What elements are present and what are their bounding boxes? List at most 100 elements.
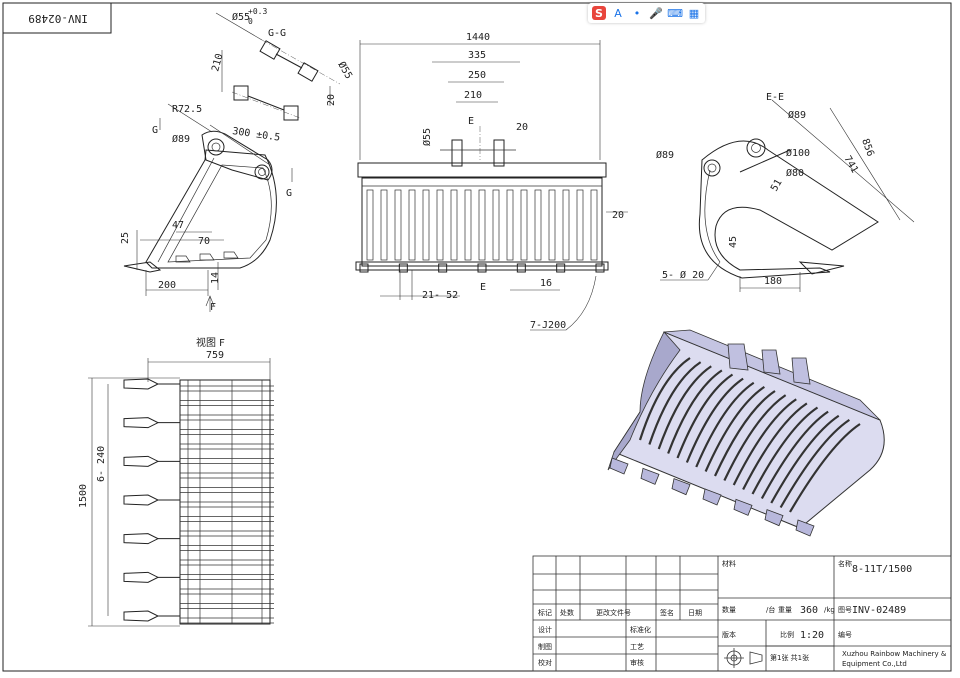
gg-title: G-G	[268, 28, 286, 39]
iso-tooth	[671, 478, 691, 496]
gg-dim-210: 210	[210, 52, 225, 72]
front-tine	[408, 189, 416, 261]
front-e-bottom: E	[480, 282, 486, 293]
front-tine	[464, 189, 472, 261]
front-d20-side: 20	[612, 210, 624, 221]
front-tine	[562, 189, 570, 261]
iso-tine	[732, 398, 797, 486]
view-f-tooth	[123, 533, 160, 545]
ee-dia100: Ø100	[786, 147, 810, 159]
front-tooth	[398, 263, 408, 273]
weight-value: 360	[800, 605, 818, 616]
iso-tine	[779, 418, 850, 509]
keyboard-icon[interactable]: ⌨	[667, 6, 683, 20]
gg-dia55-b: Ø55	[335, 60, 354, 82]
rev-header-4: 日期	[688, 609, 702, 617]
front-tine	[590, 189, 598, 261]
front-width: 1440	[466, 32, 490, 43]
drawno-value: INV-02489	[852, 605, 906, 616]
view-f-teeth-spacing: 6- 240	[96, 446, 107, 482]
grid-icon[interactable]: ▦	[688, 6, 700, 20]
view-f-tines	[180, 380, 274, 624]
drawno-label: 图号	[838, 606, 852, 614]
r-label: R72.5	[172, 104, 202, 115]
iso-tine	[638, 357, 691, 441]
ee-holes: 5- Ø 20	[662, 269, 704, 281]
rev-header-1: 处数	[560, 608, 574, 617]
iso-tine	[657, 365, 712, 450]
iso-tooth	[733, 498, 753, 516]
front-d20-top: 20	[516, 122, 528, 133]
sheet-text: 第1张 共1张	[770, 653, 809, 662]
front-tine	[492, 189, 500, 261]
dot-icon[interactable]: •	[633, 6, 641, 20]
iso-tine	[648, 361, 702, 445]
front-tine	[380, 189, 388, 261]
ee-dia80: Ø80	[786, 167, 804, 179]
code-label: 编号	[838, 630, 852, 639]
dim-70: 70	[198, 236, 210, 247]
qty-unit: /台	[766, 605, 775, 614]
view-f-tooth	[123, 455, 160, 467]
section-gg: Ø55 +0.3 0 G-G 210 Ø55 20	[210, 7, 355, 121]
draw-label: 制图	[538, 642, 552, 651]
front-tine	[436, 189, 444, 261]
rev-header-3: 签名	[660, 608, 674, 617]
rotated-drawing-number: INV-02489	[2, 2, 112, 34]
front-tine	[548, 189, 556, 261]
view-f-title: 视图 F	[196, 336, 225, 349]
approve-label: 审核	[630, 658, 644, 667]
iso-tine	[751, 406, 819, 495]
front-e-top: E	[468, 116, 474, 127]
front-tooth	[556, 263, 566, 273]
iso-tine	[789, 423, 861, 513]
view-f-tooth	[123, 417, 160, 429]
front-tine	[422, 189, 430, 261]
front-d16: 16	[540, 278, 552, 289]
iso-tine	[742, 402, 808, 491]
floating-toolbar: S A • 🎤 ⌨ ▦	[588, 3, 705, 23]
svg-text:INV-02489: INV-02489	[28, 12, 88, 25]
ee-d45: 45	[728, 236, 739, 248]
microphone-icon[interactable]: 🎤	[649, 6, 663, 20]
front-tooth	[516, 263, 526, 273]
weight-label: 重量	[778, 606, 792, 614]
translate-icon[interactable]: A	[614, 6, 622, 20]
iso-tine	[685, 377, 744, 463]
company-line2: Equipment Co.,Ltd	[842, 660, 907, 668]
isometric-tines	[638, 357, 861, 513]
name-label: 名称	[838, 559, 852, 568]
ee-d51: 51	[769, 178, 785, 194]
dim-200: 200	[158, 280, 176, 291]
view-f-tooth	[123, 571, 160, 583]
sheet-border	[2, 2, 952, 672]
iso-tine	[704, 385, 765, 472]
gg-tol-minus: 0	[248, 17, 253, 26]
section-ee: E-E Ø89 Ø89 Ø100 Ø80 856 741 51 45 180 5…	[656, 92, 915, 292]
pin-dist-label: 300 ±0.5	[232, 126, 281, 144]
qty-label: 数量	[722, 605, 736, 614]
sogou-logo-icon[interactable]: S	[592, 6, 606, 20]
front-view: 1440 335 250 210 20 E Ø55 20 21- 52 E 16…	[355, 32, 628, 331]
front-d21-52: 21- 52	[422, 290, 458, 301]
title-block: 标记 处数 更改文件号 签名 日期 设计 制图 校对 标准化 工艺 审核 材料 …	[532, 555, 952, 672]
view-f-tooth	[123, 494, 160, 506]
ee-d741: 741	[841, 154, 860, 175]
ee-dia89-top: Ø89	[788, 109, 806, 121]
std-label: 标准化	[630, 625, 651, 634]
front-tine	[394, 189, 402, 261]
front-tine	[366, 189, 374, 261]
view-f-teeth	[123, 378, 180, 622]
company-line1: Xuzhou Rainbow Machinery &	[842, 650, 947, 658]
view-f-tooth	[123, 378, 160, 390]
dim-14: 14	[210, 272, 221, 284]
dim-47: 47	[172, 220, 184, 231]
view-f: 视图 F 759 1500 6- 240	[78, 336, 274, 627]
front-dia55: Ø55	[421, 128, 433, 146]
iso-tooth	[764, 509, 784, 527]
front-d250: 250	[468, 70, 486, 81]
front-tooth	[477, 263, 487, 273]
front-tooth	[359, 263, 369, 273]
front-d335: 335	[468, 50, 486, 61]
